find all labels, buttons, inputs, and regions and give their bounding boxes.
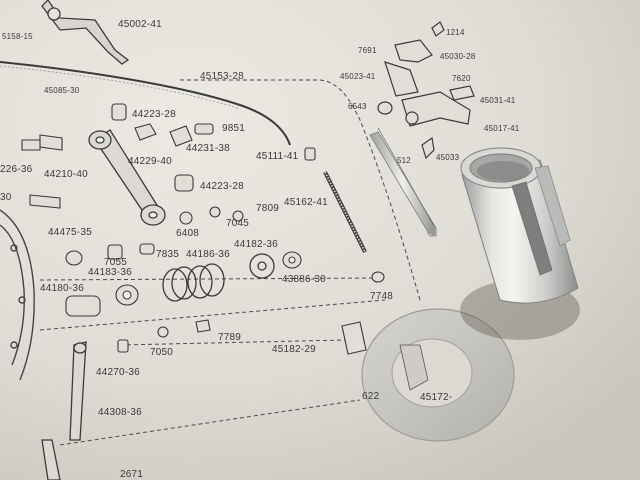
brake-drum-outline bbox=[0, 209, 35, 381]
part-number-label: 45017-41 bbox=[484, 124, 520, 133]
part-number-label: 45153-28 bbox=[200, 71, 244, 82]
leader-lines bbox=[39, 79, 421, 446]
part-number-label: 44186-36 bbox=[186, 249, 230, 260]
part-number-label: 44182-36 bbox=[234, 239, 278, 250]
spring-drawings bbox=[162, 253, 275, 302]
bracket-drawing bbox=[377, 21, 475, 160]
part-number-label: 44231-38 bbox=[186, 143, 230, 154]
part-number-label: 7691 bbox=[358, 46, 377, 55]
part-number-label: 226-36 bbox=[0, 164, 33, 175]
linkage-arm-drawing bbox=[88, 129, 166, 226]
part-number-label: 5158-15 bbox=[2, 32, 33, 41]
part-number-label: 45031-41 bbox=[480, 96, 516, 105]
sleeve-photo bbox=[460, 147, 580, 340]
part-number-label: 30 bbox=[0, 192, 12, 203]
part-number-label: 7050 bbox=[150, 347, 174, 358]
part-number-label: 44308-36 bbox=[98, 407, 142, 418]
part-number-label: 7620 bbox=[452, 74, 471, 83]
part-number-label: 44270-36 bbox=[96, 367, 140, 378]
washer-photo bbox=[361, 308, 515, 442]
part-number-label: 44475-35 bbox=[48, 227, 92, 238]
lever-drawing bbox=[41, 0, 130, 65]
part-number-label: 7045 bbox=[226, 218, 250, 229]
part-number-label: 512 bbox=[397, 156, 411, 165]
part-number-label: 45033 bbox=[436, 153, 460, 162]
cable-drawing bbox=[0, 61, 291, 146]
small-fittings bbox=[21, 103, 385, 355]
part-number-label: 9851 bbox=[222, 123, 246, 134]
part-number-label: 45111-41 bbox=[256, 151, 299, 162]
part-number-label: 45023-41 bbox=[340, 72, 376, 81]
part-number-label: 7748 bbox=[370, 291, 394, 302]
part-number-label: 7809 bbox=[256, 203, 280, 214]
part-number-label: 6543 bbox=[348, 102, 367, 111]
part-number-label: 45172- bbox=[420, 392, 453, 403]
part-number-label: 44223-28 bbox=[200, 181, 244, 192]
part-number-label: 1214 bbox=[446, 28, 465, 37]
part-number-label: 45162-41 bbox=[284, 197, 328, 208]
part-number-label: 43886-30 bbox=[282, 274, 326, 285]
part-number-label: 6408 bbox=[176, 228, 200, 239]
part-number-label: 7055 bbox=[104, 257, 128, 268]
threaded-rod-drawing bbox=[323, 171, 367, 253]
part-number-label: 7835 bbox=[156, 249, 180, 260]
cotter-pin-photo bbox=[369, 127, 437, 237]
part-number-label: 44183-36 bbox=[88, 267, 132, 278]
part-number-label: 45085-30 bbox=[44, 86, 80, 95]
part-number-label: 2671 bbox=[120, 469, 144, 480]
part-number-label: 45002-41 bbox=[118, 19, 162, 30]
part-number-label: 44229-40 bbox=[128, 156, 172, 167]
part-number-label: 45182-29 bbox=[272, 344, 316, 355]
part-number-label: 44210-40 bbox=[44, 169, 88, 180]
part-number-label: 45030-28 bbox=[440, 52, 476, 61]
part-number-label: 44223-28 bbox=[132, 109, 176, 120]
part-number-label: 622 bbox=[362, 391, 380, 402]
part-number-label: 44180-36 bbox=[40, 283, 84, 294]
pull-rod-drawing bbox=[41, 341, 87, 480]
part-number-label: 7789 bbox=[218, 332, 242, 343]
